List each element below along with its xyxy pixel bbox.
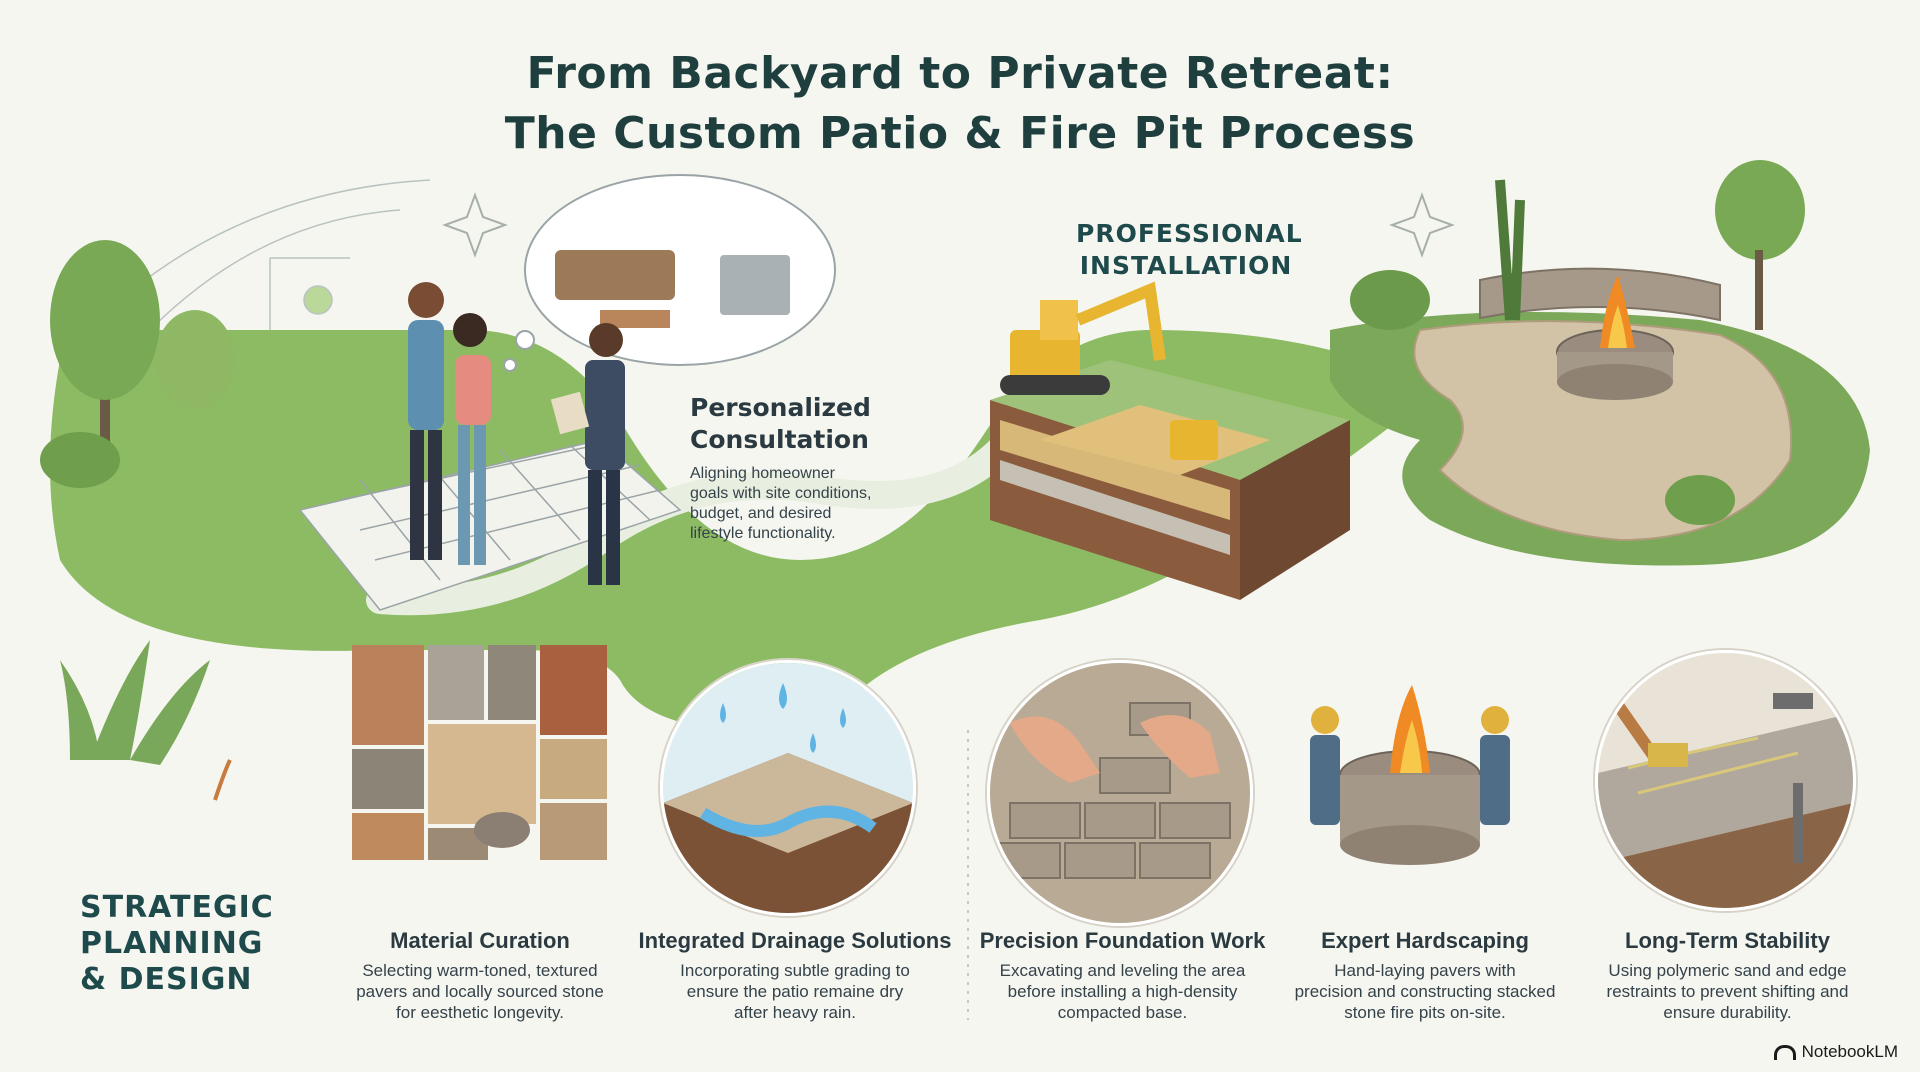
step-title: Expert Hardscaping [1321, 928, 1529, 953]
step-title: Integrated Drainage Solutions [638, 928, 952, 953]
section-planning-heading: STRATEGIC PLANNING & DESIGN [80, 890, 274, 997]
step-desc: Excavating and leveling the area before … [999, 961, 1246, 1022]
compass-icon [442, 192, 1455, 258]
drainage-illustration [660, 660, 916, 916]
foundation-illustration [987, 660, 1253, 926]
step-drainage: Integrated Drainage Solutions Incorporat… [635, 928, 955, 1023]
consultation-title: Personalized Consultation [690, 393, 871, 454]
hardscaping-illustration [1310, 685, 1510, 865]
stability-illustration [1595, 650, 1856, 911]
title-line-1: From Backyard to Private Retreat: [526, 48, 1394, 99]
page-title: From Backyard to Private Retreat: The Cu… [0, 44, 1920, 164]
step-desc: Incorporating subtle grading to ensure t… [680, 961, 910, 1022]
section-installation-heading: PROFESSIONAL INSTALLATION [1076, 219, 1303, 280]
title-line-2: The Custom Patio & Fire Pit Process [504, 108, 1416, 159]
step-hardscaping: Expert Hardscaping Hand-laying pavers wi… [1280, 928, 1570, 1023]
consultation-desc: Aligning homeowner goals with site condi… [690, 465, 872, 542]
step-title: Precision Foundation Work [979, 928, 1266, 953]
plants-left [60, 640, 232, 801]
brand-badge: NotebookLM [1773, 1042, 1898, 1062]
notebooklm-logo-icon [1773, 1044, 1796, 1060]
finished-patio [1330, 160, 1870, 566]
step-material-curation: Material Curation Selecting warm-toned, … [345, 928, 615, 1023]
step-desc: Using polymeric sand and edge restraints… [1606, 961, 1849, 1022]
step-desc: Selecting warm-toned, textured pavers an… [356, 961, 604, 1022]
thought-cloud [503, 174, 836, 372]
step-foundation: Precision Foundation Work Excavating and… [975, 928, 1270, 1023]
step-title: Material Curation [390, 928, 570, 953]
excavation-block [990, 281, 1350, 600]
consultation-people [408, 282, 625, 585]
tree-left [40, 240, 235, 488]
brand-name: NotebookLM [1801, 1042, 1898, 1061]
step-desc: Hand-laying pavers with precision and co… [1294, 961, 1556, 1022]
step-title: Long-Term Stability [1625, 928, 1830, 953]
material-swatches [352, 645, 607, 860]
consultation-callout: Personalized Consultation Aligning homeo… [690, 392, 890, 544]
step-stability: Long-Term Stability Using polymeric sand… [1590, 928, 1865, 1023]
